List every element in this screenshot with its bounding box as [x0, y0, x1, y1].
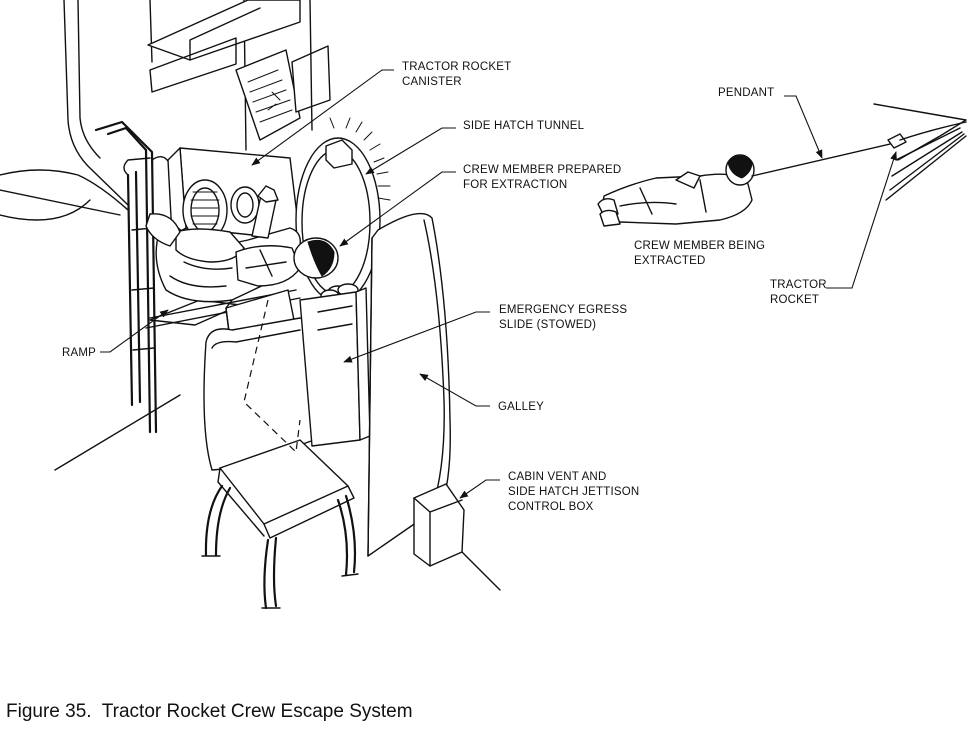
crew-member-extracted-figure	[597, 154, 755, 227]
label-ramp: RAMP	[62, 347, 96, 359]
label-line: CABIN VENT AND	[508, 471, 606, 483]
label-line: CANISTER	[402, 76, 462, 88]
label-line: PENDANT	[718, 87, 774, 99]
label-line: SLIDE (STOWED)	[499, 319, 596, 331]
label-pendant: PENDANT	[718, 87, 774, 99]
label-emergency-egress-slide: EMERGENCY EGRESS SLIDE (STOWED)	[499, 304, 627, 331]
label-crew-member-prepared: CREW MEMBER PREPARED FOR EXTRACTION	[463, 164, 621, 191]
crew-member-prepared-figure	[145, 185, 339, 303]
label-line: CREW MEMBER BEING	[634, 240, 765, 252]
label-line: TRACTOR	[770, 279, 827, 291]
figure-caption: Figure 35. Tractor Rocket Crew Escape Sy…	[6, 701, 413, 722]
pendant-and-rocket	[751, 103, 967, 201]
label-side-hatch-tunnel: SIDE HATCH TUNNEL	[463, 120, 585, 132]
label-line: EMERGENCY EGRESS	[499, 304, 627, 316]
label-cabin-vent-control-box: CABIN VENT AND SIDE HATCH JETTISON CONTR…	[508, 471, 639, 513]
galley-unit	[367, 212, 501, 591]
label-line: CREW MEMBER PREPARED	[463, 164, 621, 176]
egress-slide-cabinet	[299, 287, 371, 447]
label-line: CONTROL BOX	[508, 501, 594, 513]
label-line: EXTRACTED	[634, 255, 705, 267]
crew-seat	[201, 289, 359, 610]
label-line: GALLEY	[498, 401, 544, 413]
label-galley: GALLEY	[498, 401, 544, 413]
label-line: SIDE HATCH TUNNEL	[463, 120, 585, 132]
callout-leaders	[100, 69, 897, 499]
tractor-rocket-canister	[167, 147, 301, 241]
label-line: SIDE HATCH JETTISON	[508, 486, 639, 498]
label-tractor-rocket: TRACTOR ROCKET	[770, 279, 827, 306]
label-line: RAMP	[62, 347, 96, 359]
cabin-structure	[0, 0, 331, 471]
label-tractor-rocket-canister: TRACTOR ROCKET CANISTER	[402, 61, 511, 88]
label-crew-member-extracted: CREW MEMBER BEING EXTRACTED	[634, 240, 765, 267]
label-line: ROCKET	[770, 294, 819, 306]
label-line: TRACTOR ROCKET	[402, 61, 511, 73]
label-line: FOR EXTRACTION	[463, 179, 567, 191]
